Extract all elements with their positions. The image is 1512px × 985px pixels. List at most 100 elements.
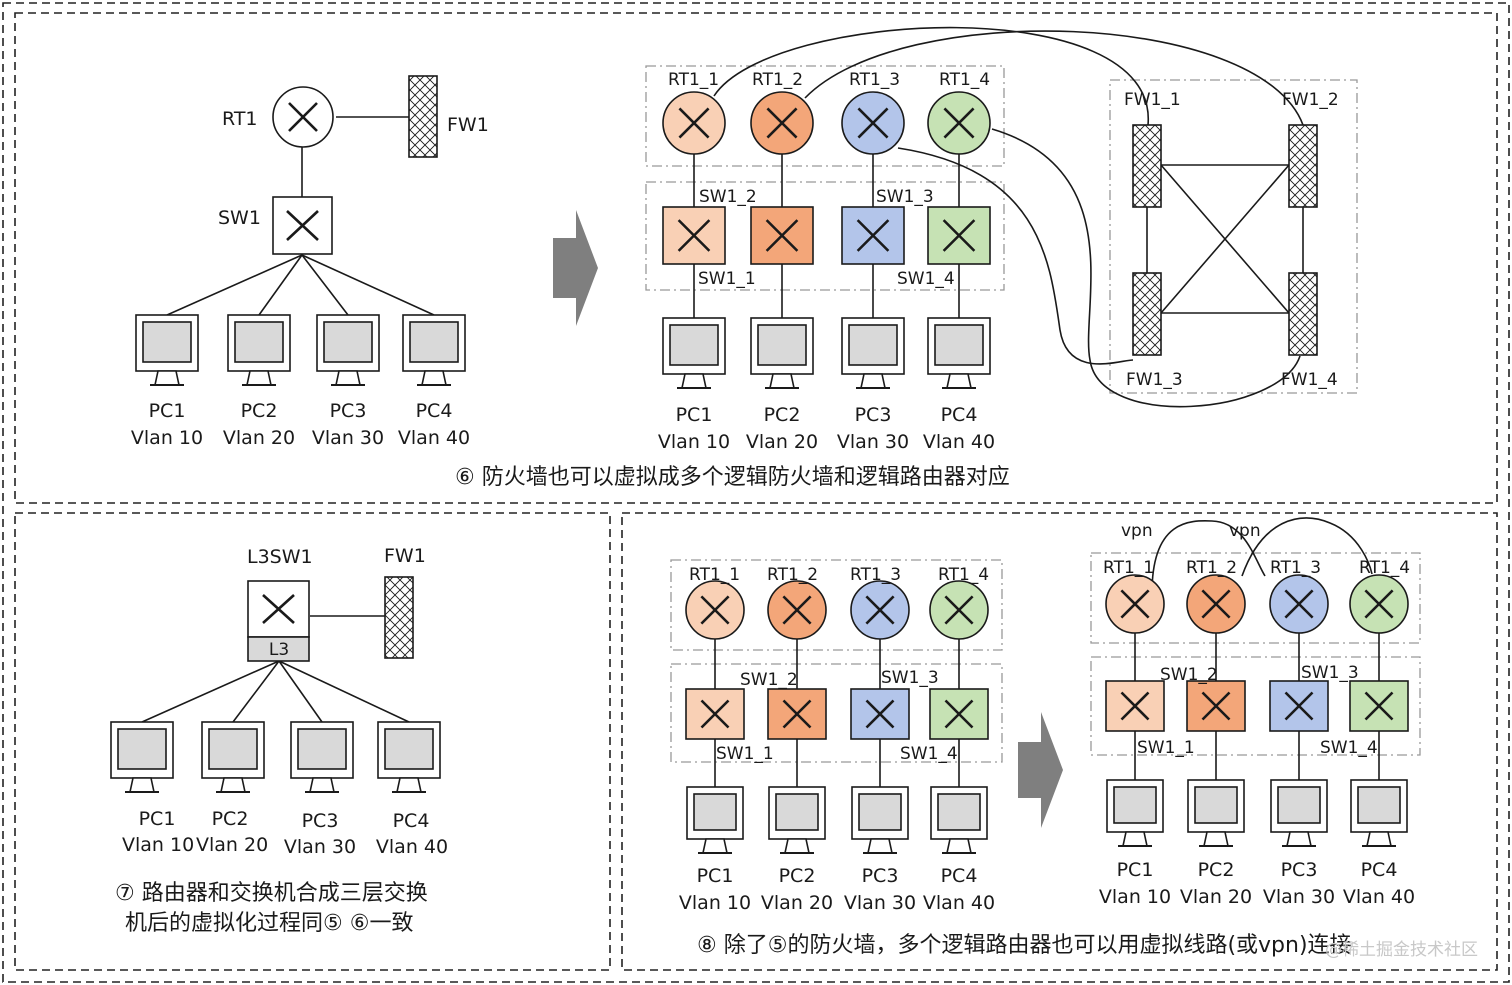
switch-cross-icon [272, 196, 333, 255]
switch-label: SW1_4 [1320, 738, 1378, 758]
pc-monitor-icon [768, 786, 826, 854]
pc-monitor-icon [927, 317, 991, 389]
router-cross-icon [929, 580, 989, 640]
switch-cross-icon [767, 688, 827, 740]
firewall-hatch-icon [1288, 272, 1318, 356]
pc-vlan-label: Vlan 10 [122, 834, 194, 856]
pc-vlan-label: Vlan 10 [658, 431, 730, 453]
arrow-right-icon [1018, 712, 1063, 828]
switch-cross-icon [1186, 680, 1246, 732]
router-group-box [645, 65, 1005, 167]
pc-monitor-icon [201, 721, 265, 793]
switch-cross-icon [247, 580, 310, 638]
pc-monitor-icon [1270, 779, 1328, 847]
firewall-hatch-icon [384, 576, 414, 659]
pc-vlan-label: Vlan 20 [1180, 886, 1252, 908]
pc-vlan-label: Vlan 30 [284, 836, 356, 858]
panel7-caption-line1: ⑦ 路由器和交换机合成三层交换 [115, 881, 428, 906]
switch-cross-icon [929, 688, 989, 740]
pc-vlan-label: Vlan 40 [923, 431, 995, 453]
switch-label: SW1_2 [699, 187, 757, 207]
router-label: RT1_4 [1359, 558, 1410, 578]
pc-name-label: PC3 [855, 404, 892, 426]
pc-vlan-label: Vlan 20 [746, 431, 818, 453]
pc-monitor-icon [662, 317, 726, 389]
pc-vlan-label: Vlan 10 [1099, 886, 1171, 908]
pc-monitor-icon [930, 786, 988, 854]
pc-name-label: PC4 [941, 404, 978, 426]
firewall-hatch-icon [408, 75, 438, 158]
pc-name-label: PC1 [149, 400, 186, 422]
switch-cross-icon [1349, 680, 1409, 732]
router-label: RT1_1 [1103, 558, 1154, 578]
switch-label: SW1_1 [716, 744, 774, 764]
router-label: RT1_1 [689, 565, 740, 585]
pc-monitor-icon [841, 317, 905, 389]
pc-vlan-label: Vlan 40 [376, 836, 448, 858]
router-label: RT1 [222, 108, 258, 130]
firewall-label: FW1_4 [1281, 370, 1338, 390]
pc-vlan-label: Vlan 10 [679, 892, 751, 914]
router-cross-icon [767, 580, 827, 640]
firewall-hatch-icon [1132, 124, 1162, 208]
switch-cross-icon [662, 206, 726, 265]
pc-monitor-icon [110, 721, 174, 793]
switch-cross-icon [927, 206, 991, 265]
router-label: RT1_2 [752, 70, 803, 90]
pc-name-label: PC1 [1117, 859, 1154, 881]
router-group-box [1090, 552, 1421, 644]
switch-label: SW1_1 [1137, 738, 1195, 758]
router-label: RT1_4 [939, 70, 990, 90]
switch-cross-icon [1105, 680, 1165, 732]
pc-vlan-label: Vlan 40 [1343, 886, 1415, 908]
switch-label: SW1_4 [900, 744, 958, 764]
panel-8-frame [621, 512, 1498, 971]
pc-name-label: PC3 [330, 400, 367, 422]
pc-monitor-icon [402, 314, 466, 386]
router-cross-icon [841, 91, 905, 155]
pc-monitor-icon [851, 786, 909, 854]
pc-monitor-icon [1350, 779, 1408, 847]
router-cross-icon [1349, 574, 1409, 634]
pc-vlan-label: Vlan 20 [223, 427, 295, 449]
router-label: RT1_3 [850, 565, 901, 585]
switch-cross-icon [685, 688, 745, 740]
vpn-link [1241, 517, 1373, 577]
switch-label: SW1_4 [897, 269, 955, 289]
vpn-label: vpn [1229, 521, 1261, 541]
pc-name-label: PC4 [393, 810, 430, 832]
router-cross-icon [927, 91, 991, 155]
pc-vlan-label: Vlan 20 [761, 892, 833, 914]
router-label: RT1_2 [1186, 558, 1237, 578]
pc-name-label: PC2 [764, 404, 801, 426]
arrow-right-icon [553, 210, 598, 326]
switch-cross-icon [750, 206, 814, 265]
router-cross-icon [1269, 574, 1329, 634]
pc-vlan-label: Vlan 30 [837, 431, 909, 453]
pc-name-label: PC1 [697, 865, 734, 887]
switch-label: SW1_2 [740, 670, 798, 690]
pc-name-label: PC4 [1361, 859, 1398, 881]
switch-cross-icon [850, 688, 910, 740]
pc-monitor-icon [290, 721, 354, 793]
switch-label: SW1_2 [1160, 665, 1218, 685]
l3switch-label: L3SW1 [247, 546, 313, 568]
pc-vlan-label: Vlan 30 [844, 892, 916, 914]
firewall-group-box [1109, 79, 1358, 394]
pc-vlan-label: Vlan 10 [131, 427, 203, 449]
router-label: RT1_1 [668, 70, 719, 90]
pc-name-label: PC3 [1281, 859, 1318, 881]
switch-cross-icon [841, 206, 905, 265]
pc-vlan-label: Vlan 40 [923, 892, 995, 914]
switch-label: SW1 [218, 207, 261, 229]
firewall-hatch-icon [1132, 272, 1162, 356]
router-cross-icon [685, 580, 745, 640]
firewall-hatch-icon [1288, 124, 1318, 208]
pc-monitor-icon [135, 314, 199, 386]
firewall-label: FW1_3 [1126, 370, 1183, 390]
vpn-label: vpn [1121, 521, 1153, 541]
